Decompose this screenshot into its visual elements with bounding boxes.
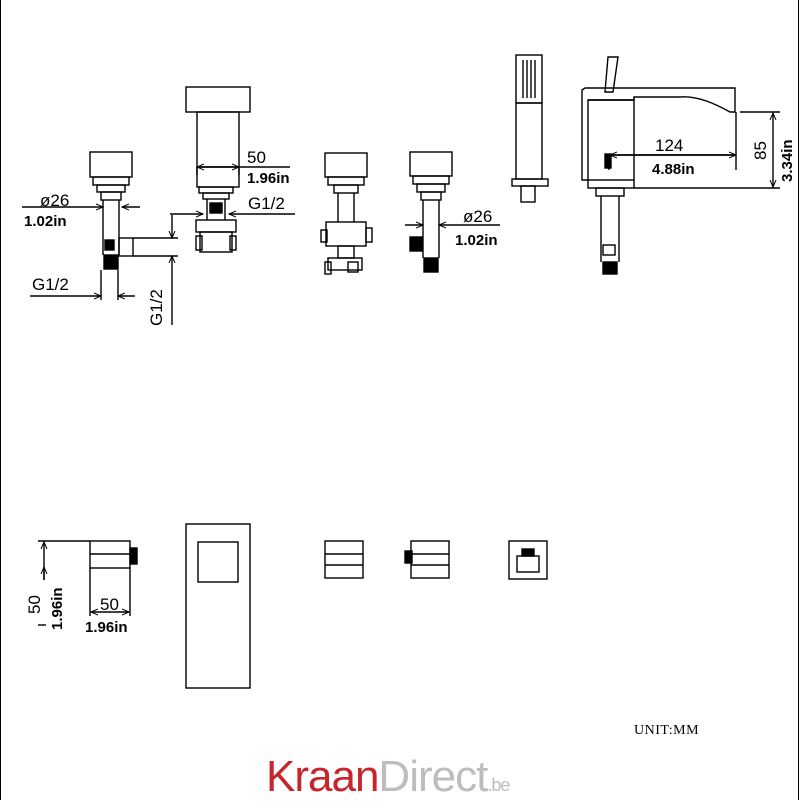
- unit-label: UNIT:MM: [634, 723, 700, 738]
- column-top-view: [185, 523, 251, 689]
- right-valve-top-view: [404, 540, 450, 579]
- column-cap: [185, 86, 251, 113]
- valve-handle: [89, 151, 133, 178]
- dim-g12-left: [30, 270, 135, 300]
- dim-w50-top: [197, 167, 290, 175]
- label-spout-height: 85: [751, 141, 770, 160]
- dim-h50-bottom: [38, 540, 90, 626]
- label-spout-height-in: 3.34in: [779, 139, 796, 182]
- dim-w50-bottom: [89, 568, 131, 616]
- logo-part-kraan: Kraan: [266, 752, 379, 801]
- valve-handle: [409, 151, 453, 177]
- diverter-handle: [324, 152, 368, 178]
- label-h50-bottom: 50: [25, 595, 44, 614]
- dim-g12-vertical: [133, 215, 178, 325]
- frame-right-border: [798, 0, 799, 800]
- label-d26-right: ø26: [463, 207, 492, 226]
- label-g12-mid: G1/2: [248, 194, 285, 213]
- label-g12-vertical: G1/2: [147, 289, 166, 326]
- left-valve-top-view: [89, 540, 138, 569]
- hand-shower-side-view: [511, 54, 549, 203]
- thread-connector: [602, 261, 618, 275]
- label-d26-left-in: 1.02in: [24, 213, 67, 230]
- brand-logo: KraanDirect.be: [266, 752, 510, 810]
- label-w50-top-in: 1.96in: [247, 170, 290, 187]
- dim-spout-height: [634, 111, 780, 189]
- right-valve-side-view: [409, 151, 453, 273]
- logo-part-direct: Direct: [378, 752, 488, 801]
- label-h50-bottom-in: 1.96in: [49, 587, 66, 630]
- shower-holder-top-view: [508, 540, 548, 580]
- label-d26-right-in: 1.02in: [455, 232, 498, 249]
- label-spout-length: 124: [655, 136, 683, 155]
- thread-connector: [103, 254, 119, 270]
- label-w50-bottom: 50: [100, 595, 119, 614]
- frame-left-border: [0, 0, 1, 800]
- thread-connector: [423, 257, 439, 273]
- label-w50-bottom-in: 1.96in: [85, 619, 128, 636]
- label-g12-left: G1/2: [32, 275, 69, 294]
- dim-spout-length: [608, 112, 736, 170]
- diverter-valve-side-view: [320, 152, 373, 275]
- label-d26-left: ø26: [40, 191, 69, 210]
- diverter-top-view: [324, 540, 364, 579]
- logo-suffix: .be: [487, 775, 510, 795]
- label-w50-top: 50: [247, 148, 266, 167]
- center-column-side-view: [185, 86, 251, 253]
- waterfall-spout-side-view: [581, 56, 736, 275]
- label-spout-length-in: 4.88in: [652, 161, 695, 178]
- left-valve-side-view: [89, 151, 134, 270]
